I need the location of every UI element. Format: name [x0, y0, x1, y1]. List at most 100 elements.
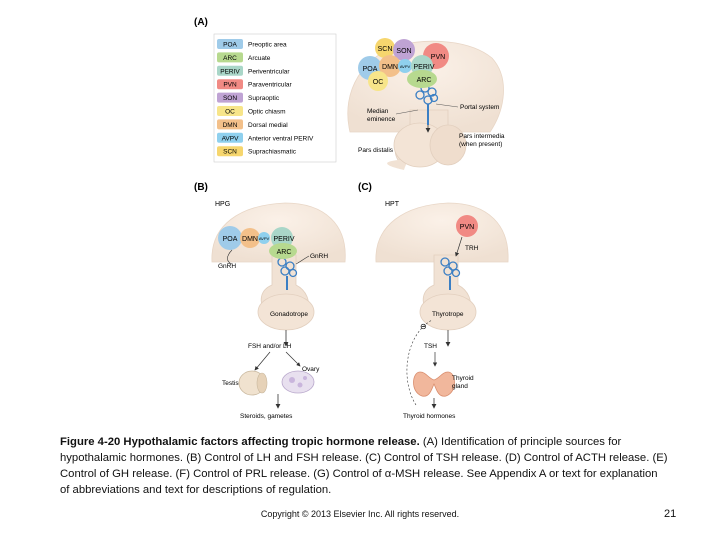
legend-abbr: PVN	[223, 82, 237, 89]
svg-text:ARC: ARC	[417, 77, 432, 84]
legend-name: Suprachiasmatic	[248, 149, 297, 156]
thyroid-hormones-label: Thyroid hormones	[403, 413, 456, 420]
legend-name: Optic chiasm	[248, 109, 286, 116]
legend-abbr: OC	[225, 109, 235, 116]
svg-text:PVN: PVN	[460, 224, 474, 231]
gnrh-left-label: GnRH	[218, 263, 236, 270]
legend-name: Arcuate	[248, 55, 271, 62]
panel-b-title: HPG	[215, 201, 230, 208]
thyroid-gland-shape	[413, 371, 455, 397]
panel-b-label: (B)	[194, 182, 208, 193]
legend-swatch	[217, 79, 243, 90]
legend-abbr: AVPV	[222, 135, 240, 142]
legend-name: Periventricular	[248, 68, 290, 75]
legend-name: Paraventricular	[248, 82, 293, 89]
svg-text:SON: SON	[396, 48, 411, 55]
testis-label: Testis	[222, 380, 239, 387]
thyroid-gland-label: Thyroid	[452, 375, 474, 382]
legend-swatch	[217, 106, 243, 116]
legend-row-poa: POA Preoptic area	[217, 39, 287, 49]
svg-text:OC: OC	[373, 79, 384, 86]
legend-swatch	[217, 146, 243, 157]
svg-text:AVPV: AVPV	[259, 236, 270, 241]
median-eminence-label: Median	[367, 108, 389, 115]
legend-abbr: ARC	[223, 55, 237, 62]
gnrh-right-label: GnRH	[310, 253, 328, 260]
caption-text: (A) Identification of principle sources …	[60, 436, 668, 496]
copyright-notice: Copyright © 2013 Elsevier Inc. All right…	[260, 509, 460, 519]
svg-text:PERIV: PERIV	[413, 64, 434, 71]
legend-name: Supraoptic	[248, 95, 280, 102]
panel-a-label: (A)	[194, 17, 208, 28]
legend-name: Preoptic area	[248, 42, 287, 49]
pars-distalis-label: Pars distalis	[358, 147, 394, 154]
legend-abbr: PERIV	[220, 68, 240, 75]
nucleus-oc-a: OC	[368, 71, 388, 91]
legend-row-son: SON Supraoptic	[217, 92, 280, 103]
hypothalamus-diagram-b: POA DMN AVPV PERIV ARC GnRH GnRH Gonadot…	[211, 202, 346, 420]
svg-text:ARC: ARC	[277, 249, 292, 256]
thyrotrope-label: Thyrotrope	[432, 311, 464, 318]
panel-c-title: HPT	[385, 201, 400, 208]
svg-text:PVN: PVN	[431, 54, 445, 61]
hypothalamus-diagram-a: SCN SON PVN POA DMN AVPV PERIV OC ARC Me…	[347, 38, 505, 170]
svg-text:eminence: eminence	[367, 116, 396, 123]
nucleus-avpv-a: AVPV	[398, 59, 412, 73]
legend-abbr: SON	[223, 95, 237, 102]
legend-row-arc: ARC Arcuate	[217, 52, 271, 63]
legend-name: Anterior ventral PERIV	[248, 135, 314, 142]
ovary-shape	[281, 370, 315, 394]
pars-intermedia-label: Pars intermedia	[459, 133, 505, 140]
nucleus-son-a: SON	[393, 39, 415, 61]
legend-row-dmn: DMN Dorsal medial	[217, 119, 288, 130]
testis-shape	[238, 370, 268, 396]
nucleus-dmn-b: DMN	[240, 228, 260, 248]
svg-text:AVPV: AVPV	[400, 64, 411, 69]
legend-swatch	[217, 92, 243, 103]
legend-abbr: DMN	[223, 122, 238, 129]
legend-swatch	[217, 119, 243, 130]
svg-text:gland: gland	[452, 383, 468, 390]
legend-row-periv: PERIV Periventricular	[217, 65, 290, 76]
svg-text:DMN: DMN	[242, 236, 258, 243]
legend-swatch	[217, 52, 243, 63]
fsh-lh-label: FSH and/or LH	[248, 343, 292, 350]
pars-intermedia-shape	[429, 124, 467, 166]
trh-label: TRH	[465, 245, 479, 252]
tsh-label: TSH	[424, 343, 437, 350]
svg-text:POA: POA	[363, 66, 378, 73]
legend-swatch	[217, 132, 243, 143]
nucleus-scn-a: SCN	[375, 38, 395, 58]
legend-row-scn: SCN Suprachiasmatic	[217, 146, 297, 157]
legend-row-oc: OC Optic chiasm	[217, 106, 286, 116]
legend-swatch	[217, 65, 243, 76]
figure-caption: Figure 4-20 Hypothalamic factors affecti…	[60, 434, 670, 498]
legend-abbr: POA	[223, 42, 237, 49]
nucleus-arc-b: ARC	[269, 243, 297, 259]
portal-system-label: Portal system	[460, 104, 499, 111]
svg-text:PERIV: PERIV	[273, 236, 294, 243]
feedback-arrow	[406, 319, 433, 406]
gonadotrope-label: Gonadotrope	[270, 311, 308, 318]
nucleus-avpv-b: AVPV	[258, 232, 270, 244]
svg-text:DMN: DMN	[382, 64, 398, 71]
steroids-gametes-label: Steroids, gametes	[240, 413, 293, 420]
legend-swatch	[217, 39, 243, 49]
portal-vessels-c	[440, 257, 461, 290]
legend-row-pvn: PVN Paraventricular	[217, 79, 293, 90]
svg-text:(when present): (when present)	[459, 141, 502, 148]
legend-abbr: SCN	[223, 149, 237, 156]
ovary-label: Ovary	[302, 366, 320, 373]
nucleus-dmn-a: DMN	[379, 55, 401, 77]
nucleus-poa-b: POA	[218, 226, 242, 250]
caption-title: Figure 4-20 Hypothalamic factors affecti…	[60, 436, 420, 448]
panel-c-label: (C)	[358, 182, 372, 193]
legend-name: Dorsal medial	[248, 122, 288, 129]
page-number: 21	[664, 508, 677, 520]
legend-row-avpv: AVPV Anterior ventral PERIV	[217, 132, 314, 143]
nucleus-arc-a: ARC	[407, 70, 437, 88]
nucleus-pvn-c: PVN	[456, 215, 478, 237]
hypothalamus-diagram-c: PVN TRH Thyrotrope ⊖ TSH Thyroid gland T…	[375, 202, 509, 420]
